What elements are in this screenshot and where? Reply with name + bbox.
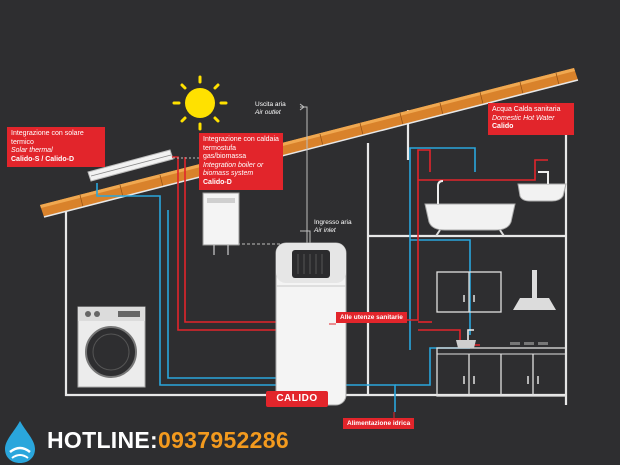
- range-hood-icon: [513, 270, 556, 310]
- to-users-tag: Alle utenze sanitarie: [336, 312, 407, 323]
- air-inlet-line2: Air inlet: [314, 227, 336, 234]
- air-outlet-line2: Air outlet: [255, 109, 281, 116]
- sun-icon: [172, 75, 228, 131]
- air-outlet-label: Uscita aria Air outlet: [255, 101, 286, 117]
- boiler-integration-label: Integrazione con caldaia termostufa gas/…: [199, 133, 283, 190]
- washing-machine-icon: [77, 306, 146, 388]
- boiler-icon: [202, 192, 240, 255]
- boiler-label-line5: Calido-D: [203, 178, 232, 186]
- air-inlet-label: Ingresso aria Air inlet: [314, 219, 352, 235]
- label-connectors: [329, 323, 395, 418]
- heat-pump-icon: [275, 242, 347, 406]
- hot-water-line2: Domestic Hot Water: [492, 114, 555, 122]
- cold-water-pipes: [96, 147, 476, 412]
- calido-badge: CALIDO: [266, 391, 328, 407]
- sink-icon: [517, 171, 567, 202]
- water-drop-logo-icon: [5, 421, 35, 463]
- water-supply-tag: Alimentazione idrica: [343, 418, 415, 429]
- hotline-label: HOTLINE:: [47, 427, 158, 453]
- hot-water-line3: Calido: [492, 123, 514, 130]
- air-outlet-line1: Uscita aria: [255, 101, 286, 108]
- air-inlet-line1: Ingresso aria: [314, 219, 352, 226]
- bathtub-icon: [424, 180, 516, 237]
- hot-water-line1: Acqua Calda sanitaria: [492, 106, 561, 113]
- solar-thermal-label: Integrazione con solare termico Solar th…: [7, 127, 105, 167]
- solar-panel-icon: [87, 149, 174, 182]
- solar-label-line3: Calido-S / Calido-D: [11, 155, 74, 163]
- solar-label-line2: Solar thermal: [11, 147, 53, 154]
- hotline[interactable]: HOTLINE:0937952286: [47, 427, 289, 454]
- boiler-label-line2: termostufa gas/biomassa: [203, 144, 247, 161]
- boiler-label-line1: Integrazione con caldaia: [203, 136, 279, 143]
- hotline-number[interactable]: 0937952286: [158, 427, 289, 453]
- solar-label-line1: Integrazione con solare termico: [11, 130, 84, 146]
- roof: [40, 68, 579, 218]
- boiler-label-line4: biomass system: [203, 170, 254, 177]
- boiler-label-line3: Integration boiler or: [203, 161, 264, 169]
- kitchen-icon: [436, 271, 567, 397]
- hot-water-label: Acqua Calda sanitaria Domestic Hot Water…: [488, 103, 574, 135]
